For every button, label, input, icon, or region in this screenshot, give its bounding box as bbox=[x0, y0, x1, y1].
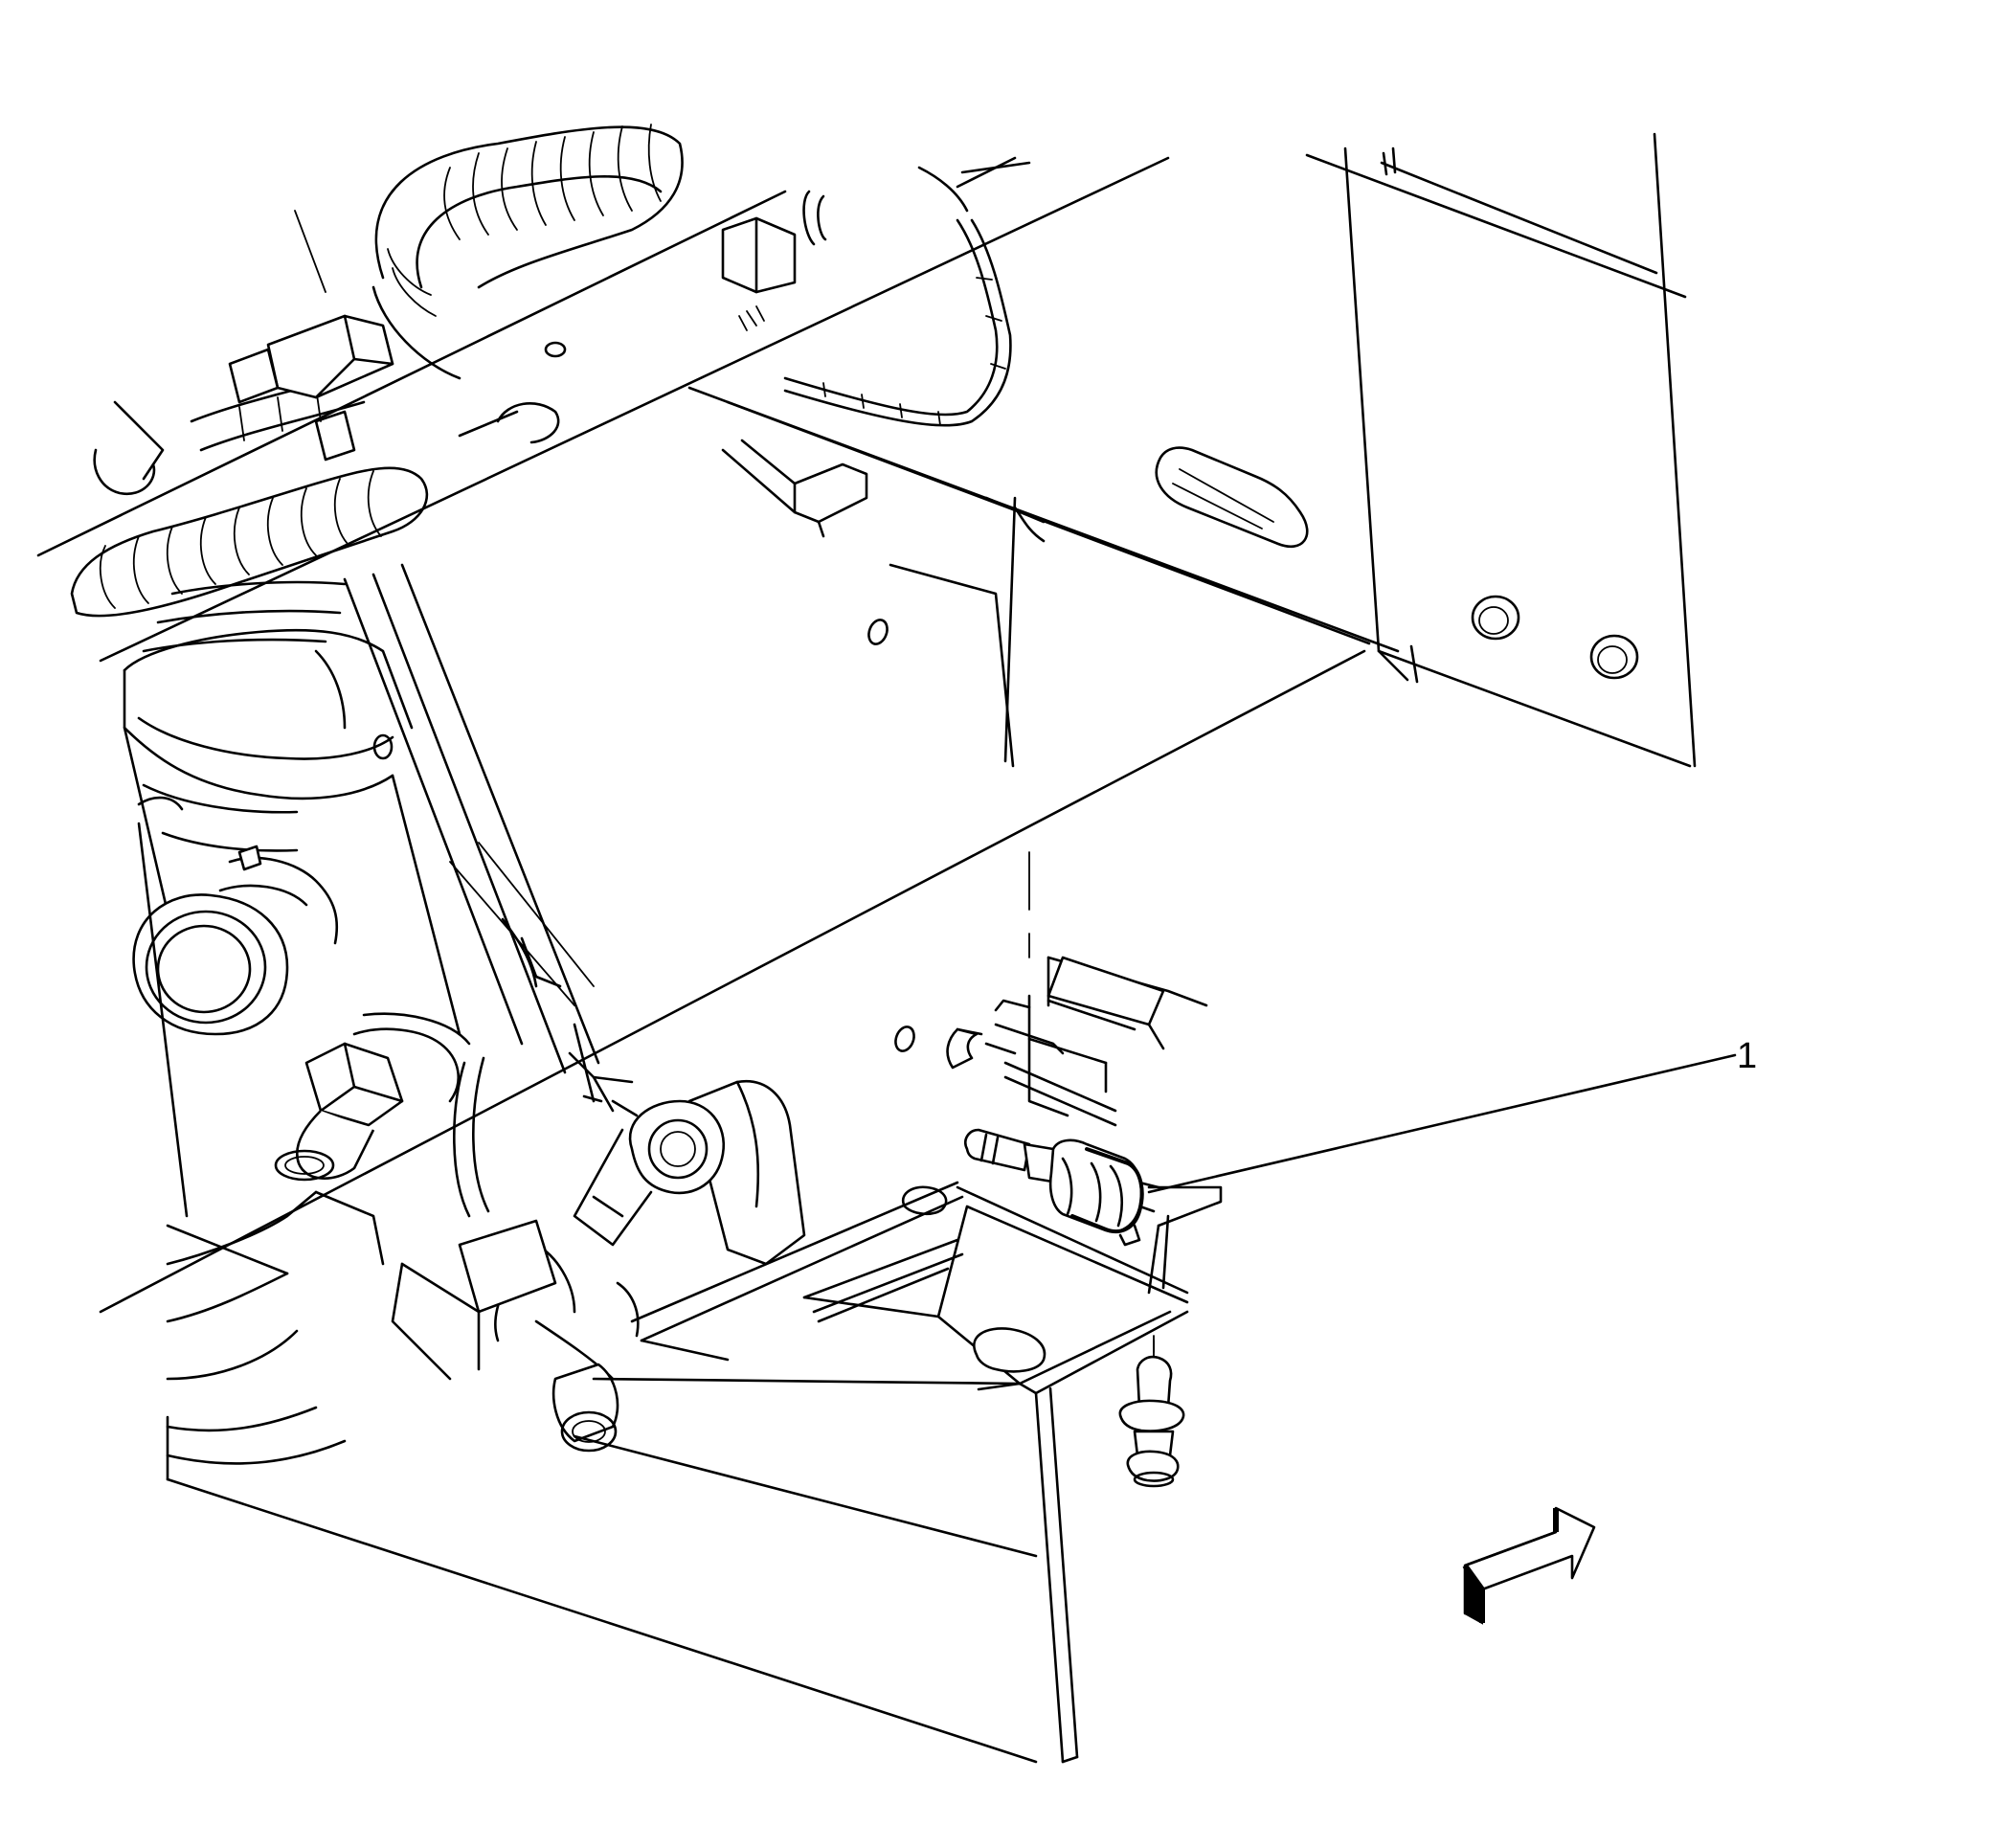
central-bracket-assembly bbox=[391, 1051, 806, 1453]
upper-connector-block bbox=[721, 190, 827, 331]
left-module-housing bbox=[123, 563, 600, 1103]
corrugated-harness bbox=[70, 124, 684, 618]
bracket-slot bbox=[902, 1185, 948, 1216]
callout-1-label: 1 bbox=[1737, 1036, 1757, 1076]
lower-bracket-plate bbox=[166, 1181, 1189, 1764]
wiring-harness-upper bbox=[783, 156, 1046, 543]
push-pin-fastener bbox=[1118, 1335, 1185, 1488]
rail-bracket bbox=[721, 439, 868, 538]
upper-body-panel bbox=[1305, 132, 1697, 768]
callout-1-leader bbox=[1147, 1053, 1737, 1194]
coolant-fitting bbox=[132, 845, 339, 1036]
sensor-mount-bracket bbox=[946, 956, 1223, 1295]
lower-left-bracket bbox=[137, 796, 385, 1465]
panel-holes bbox=[372, 341, 1639, 1052]
sensor-item-1 bbox=[964, 1128, 1144, 1247]
hex-fitting bbox=[274, 1012, 471, 1182]
harness-leader-stub bbox=[294, 210, 326, 293]
view-direction-arrow-icon bbox=[1462, 1506, 1596, 1625]
frame-rails bbox=[36, 156, 1400, 1314]
harness-connector bbox=[93, 314, 560, 496]
oblong-slot bbox=[1155, 446, 1309, 549]
